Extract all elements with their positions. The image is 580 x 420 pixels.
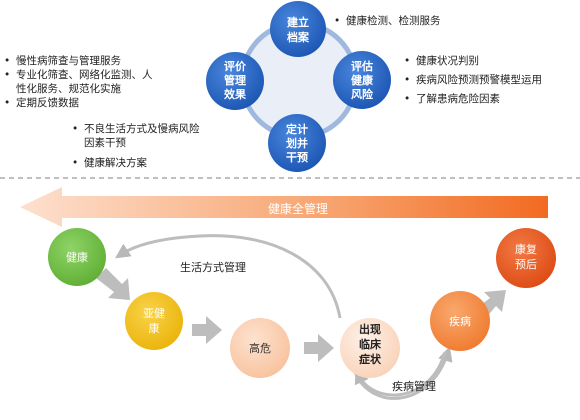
cycle-node-bottom-line2: 划并 <box>286 136 308 150</box>
bullet-text: 健康状况判别 <box>416 55 479 67</box>
bullet-text: 健康检测、检测服务 <box>346 15 441 27</box>
list-item: • 疾病风险预测预警模型运用 <box>404 71 542 90</box>
bullet-dot-icon: • <box>72 123 79 135</box>
bullet-text: 专业化筛查、网络化监测、人 <box>16 69 153 81</box>
stage-health: 健康 <box>48 228 106 286</box>
list-item: • 健康状况判别 <box>404 52 542 71</box>
list-item: • 慢性病筛查与管理服务 <box>4 54 153 68</box>
bullet-dot-icon: • <box>334 15 341 27</box>
disease-mgmt-label: 疾病管理 <box>392 379 436 393</box>
management-banner: 健康全管理 <box>20 187 548 227</box>
list-item: • 定期反馈数据 <box>4 96 153 110</box>
cycle-node-top-line2: 档案 <box>287 30 310 44</box>
list-item: • 不良生活方式及慢病风险 <box>72 122 200 136</box>
bullet-dot-icon: • <box>72 157 79 169</box>
right-arrow-icon <box>304 334 334 362</box>
bullet-dot-icon: • <box>404 74 411 86</box>
bullet-text: 定期反馈数据 <box>16 97 79 109</box>
stage-disease-label: 疾病 <box>449 314 471 328</box>
bullet-text: 慢性病筛查与管理服务 <box>16 55 121 67</box>
cycle-node-left-line1: 评价 <box>224 60 247 73</box>
list-item: • 了解患病危险因素 <box>404 90 542 109</box>
cycle-node-top: 建立 档案 <box>270 1 326 57</box>
stage-symptoms-line1: 出现 <box>359 322 381 336</box>
cycle-node-right-line2: 健康 <box>351 73 374 87</box>
stage-symptoms: 出现 临床 症状 <box>340 318 400 378</box>
stage-subhealth: 亚健 康 <box>125 292 183 350</box>
list-item: 性化服务、规范化实施 <box>4 82 153 96</box>
stage-symptoms-line2: 临床 <box>359 337 382 351</box>
stage-health-label: 健康 <box>66 250 88 264</box>
bullet-top-right: • 健康检测、检测服务 <box>334 14 441 28</box>
curved-arrow-icon <box>115 234 342 319</box>
bullet-list-left: • 慢性病筛查与管理服务 • 专业化筛查、网络化监测、人 性化服务、规范化实施 • 定… <box>4 54 153 110</box>
banner-label: 健康全管理 <box>268 201 328 216</box>
right-arrow-icon <box>192 316 222 344</box>
cycle-node-bottom-line1: 定计 <box>286 122 308 136</box>
stage-recovery: 康复 预后 <box>496 228 556 288</box>
cycle-node-bottom-line3: 干预 <box>286 150 308 164</box>
bullet-text: 了解患病危险因素 <box>416 93 500 105</box>
cycle-node-left: 评价 管理 效果 <box>206 52 264 110</box>
bullet-dot-icon: • <box>4 97 11 109</box>
curved-arrow-icon <box>354 351 447 397</box>
stage-subhealth-line1: 亚健 <box>143 307 165 320</box>
stage-highrisk: 高危 <box>230 318 290 378</box>
cycle-node-right-line1: 评估 <box>351 59 373 73</box>
bullet-list-right: • 健康状况判别 • 疾病风险预测预警模型运用 • 了解患病危险因素 <box>404 52 542 109</box>
list-item: • 专业化筛查、网络化监测、人 <box>4 68 153 82</box>
bullet-dot-icon: • <box>404 55 411 67</box>
list-item: • 健康解决方案 <box>72 156 200 170</box>
cycle-node-top-line1: 建立 <box>287 15 309 29</box>
bullet-text: 不良生活方式及慢病风险 <box>84 123 200 135</box>
stage-symptoms-line3: 症状 <box>359 352 382 366</box>
bullet-text: 健康解决方案 <box>84 157 147 169</box>
stage-subhealth-line2: 康 <box>149 321 160 335</box>
lifestyle-label: 生活方式管理 <box>180 260 246 274</box>
cycle-node-right-line3: 风险 <box>351 87 374 101</box>
bullet-text: 疾病风险预测预警模型运用 <box>416 74 542 86</box>
bullet-dot-icon: • <box>4 55 11 67</box>
bullet-dot-icon: • <box>404 93 411 105</box>
bullet-text: 因素干预 <box>84 137 126 149</box>
stage-disease: 疾病 <box>430 291 490 351</box>
right-arrow-icon <box>96 268 130 300</box>
bullet-list-left-sub: • 不良生活方式及慢病风险 因素干预 • 健康解决方案 <box>72 122 200 170</box>
stage-recovery-line1: 康复 <box>515 242 537 256</box>
stage-highrisk-label: 高危 <box>249 341 271 355</box>
cycle-node-right: 评估 健康 风险 <box>333 51 391 109</box>
list-item: 因素干预 <box>72 136 200 150</box>
cycle-node-left-line3: 效果 <box>224 87 246 101</box>
stage-recovery-line2: 预后 <box>515 258 537 271</box>
cycle-node-left-line2: 管理 <box>224 73 246 87</box>
bullet-dot-icon: • <box>4 69 11 81</box>
cycle-node-bottom: 定计 划并 干预 <box>268 114 326 172</box>
bullet-text: 性化服务、规范化实施 <box>16 83 121 95</box>
